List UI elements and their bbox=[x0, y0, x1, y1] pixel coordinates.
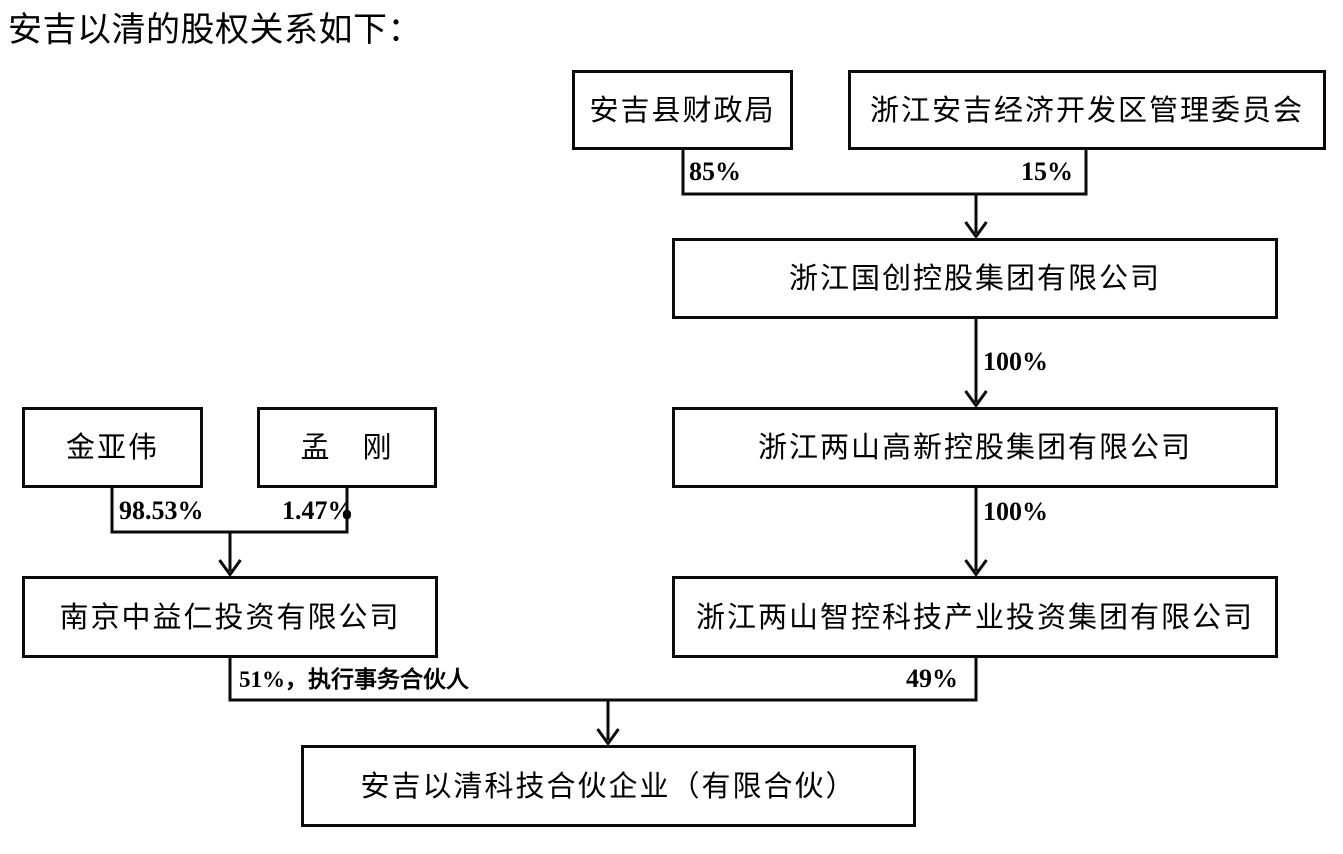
edge-label-98-53pct: 98.53% bbox=[119, 496, 204, 525]
arrowhead-down-icon bbox=[218, 559, 242, 578]
edge-label-49pct: 49% bbox=[906, 664, 958, 693]
node-label: 浙江两山智控科技产业投资集团有限公司 bbox=[695, 601, 1254, 634]
node-label: 浙江安吉经济开发区管理委员会 bbox=[869, 94, 1304, 127]
arrowhead-down-icon bbox=[596, 728, 620, 747]
edge-label-51pct-executive-partner: 51%，执行事务合伙人 bbox=[239, 667, 469, 692]
edge-label-1-47pct: 1.47% bbox=[282, 496, 354, 525]
node-label: 孟 刚 bbox=[300, 432, 394, 464]
arrowhead-down-icon bbox=[964, 390, 988, 409]
node-label: 浙江国创控股集团有限公司 bbox=[788, 263, 1161, 295]
node-anji-finance-bureau: 安吉县财政局 bbox=[572, 70, 793, 150]
edge-label-100pct-guochuang: 100% bbox=[983, 347, 1048, 376]
edge-label-15pct: 15% bbox=[1021, 157, 1073, 186]
node-label: 安吉县财政局 bbox=[589, 94, 776, 127]
arrowhead-down-icon bbox=[964, 559, 988, 578]
node-label: 金亚伟 bbox=[65, 432, 159, 464]
node-label: 安吉以清科技合伙企业（有限合伙） bbox=[360, 770, 857, 803]
node-label: 浙江两山高新控股集团有限公司 bbox=[757, 432, 1192, 464]
node-anji-devzone-committee: 浙江安吉经济开发区管理委员会 bbox=[848, 70, 1326, 150]
node-label: 南京中益仁投资有限公司 bbox=[59, 601, 401, 634]
node-nanjing-zhongyiren: 南京中益仁投资有限公司 bbox=[22, 576, 438, 658]
node-jin-yawei: 金亚伟 bbox=[22, 407, 203, 488]
node-anji-yiqing-partnership: 安吉以清科技合伙企业（有限合伙） bbox=[301, 745, 916, 827]
diagram-title: 安吉以清的股权关系如下： bbox=[8, 12, 422, 49]
node-liangshan-zhikong-group: 浙江两山智控科技产业投资集团有限公司 bbox=[672, 576, 1278, 658]
node-guochuang-holding: 浙江国创控股集团有限公司 bbox=[672, 238, 1278, 319]
arrowhead-down-icon bbox=[964, 221, 988, 240]
node-meng-gang: 孟 刚 bbox=[257, 407, 437, 488]
edge-label-100pct-gaoxin: 100% bbox=[983, 497, 1048, 526]
node-liangshan-gaoxin-holding: 浙江两山高新控股集团有限公司 bbox=[672, 407, 1278, 488]
edge-label-85pct: 85% bbox=[689, 157, 741, 186]
